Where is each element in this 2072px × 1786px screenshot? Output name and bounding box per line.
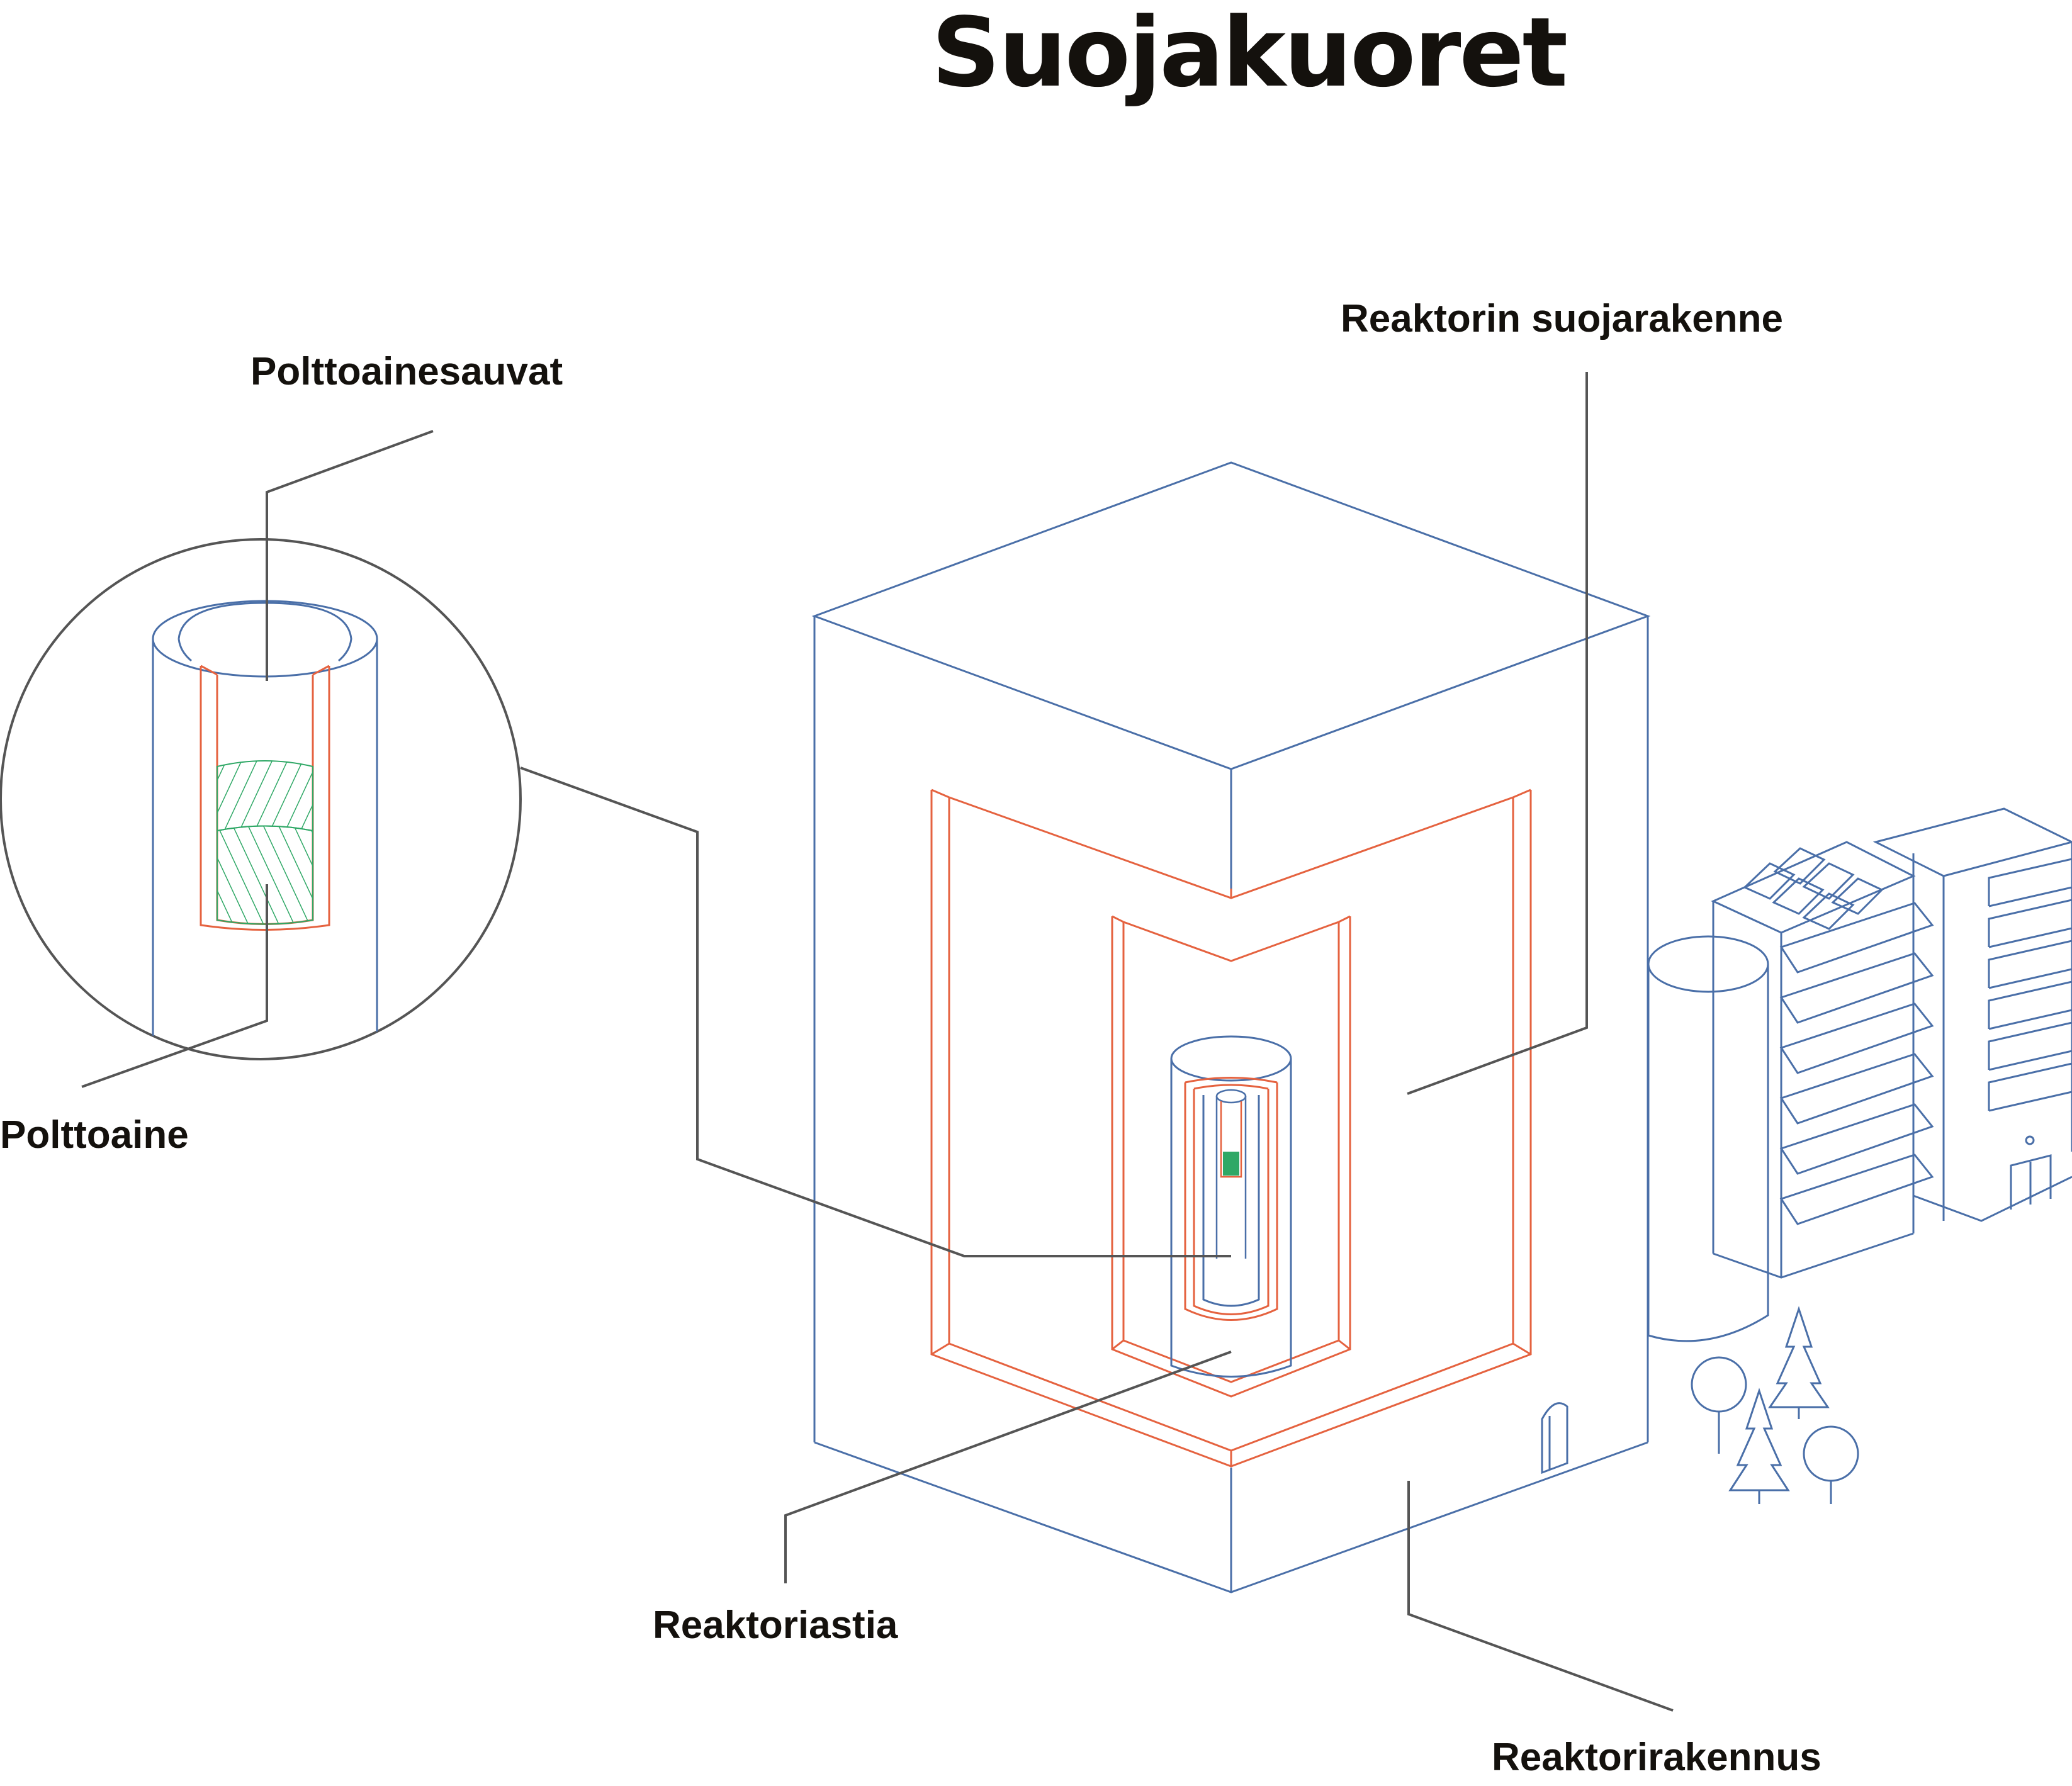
tree-pine-2	[1728, 1388, 1790, 1504]
fuel-pellets	[217, 760, 313, 925]
inner-containment	[1111, 915, 1351, 1398]
label-reactor-vessel: Reaktoriastia	[653, 1603, 898, 1647]
tower-building	[1872, 807, 2072, 1222]
apartment-building	[1711, 841, 1934, 1279]
vessel-inner-layer	[1184, 1077, 1278, 1321]
leader-fuel-rods	[266, 430, 434, 681]
trees	[1691, 1306, 1859, 1504]
leader-fuel	[81, 884, 268, 1088]
label-fuel: Polttoaine	[0, 1113, 189, 1157]
leader-magnifier-to-vessel	[520, 767, 1231, 1257]
fuel-rod-magnifier	[0, 538, 522, 1060]
leader-lines	[81, 372, 1674, 1712]
reactor-building	[811, 461, 1651, 1593]
fuel-rod-cladding	[152, 600, 378, 1059]
reactor-vessel	[1170, 1035, 1292, 1378]
label-reactor-building: Reaktorirakennus	[1492, 1736, 1821, 1779]
tree-round-1	[1691, 1356, 1747, 1454]
label-reactor-containment: Reaktorin suojarakenne	[1341, 297, 1783, 340]
leader-reactor-building	[1407, 1481, 1674, 1712]
mini-fuel-rod	[1215, 1089, 1247, 1259]
label-fuel-rods: Polttoainesauvat	[251, 350, 563, 393]
tree-pine-1	[1768, 1306, 1830, 1419]
leader-reactor-vessel	[784, 1351, 1232, 1583]
tree-round-2	[1803, 1425, 1859, 1504]
page-title: Suojakuoret	[932, 0, 1568, 108]
reactor-containment	[930, 789, 1532, 1468]
building-door	[1541, 1402, 1568, 1474]
tower-windows	[1988, 858, 2072, 1112]
cylindrical-tank	[1647, 935, 1769, 1342]
leader-containment	[1407, 372, 1588, 1095]
vessel-core-blue	[1202, 1095, 1260, 1307]
